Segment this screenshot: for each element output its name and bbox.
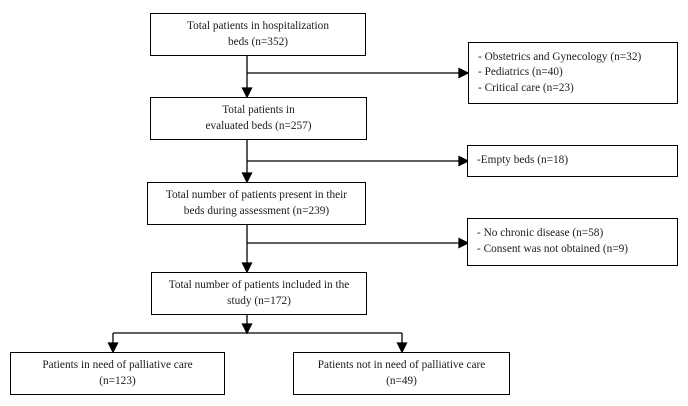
box-total-hospitalization-beds-label: Total patients in hospitalization beds (… [187,19,329,48]
arrowhead-to-excluded-departments [458,67,470,79]
box-excluded-no-chronic-consent-label: - No chronic disease (n=58) - Consent wa… [477,227,629,255]
arrowhead-evaluated-to-present [241,172,253,184]
box-present-during-assessment-label: Total number of patients present in thei… [165,188,348,217]
box-empty-beds: -Empty beds (n=18) [467,145,678,177]
box-total-hospitalization-beds: Total patients in hospitalization beds (… [150,13,366,56]
box-need-palliative-care-label: Patients in need of palliative care (n=1… [42,358,193,387]
box-need-palliative-care: Patients in need of palliative care (n=1… [10,352,225,395]
box-included-in-study: Total number of patients included in the… [151,272,367,315]
box-total-evaluated-beds-label: Total patients in evaluated beds (n=257) [205,103,312,132]
box-excluded-no-chronic-consent: - No chronic disease (n=58) - Consent wa… [467,218,678,266]
box-no-need-palliative-care-label: Patients not in need of palliative care … [317,358,486,387]
arrowhead-split-to-no-need-palliative [396,342,408,354]
box-total-evaluated-beds: Total patients in evaluated beds (n=257) [150,97,367,140]
box-no-need-palliative-care: Patients not in need of palliative care … [293,352,510,395]
box-empty-beds-label: -Empty beds (n=18) [477,154,569,167]
box-excluded-departments-label: - Obstetrics and Gynecology (n=32) - Ped… [478,50,642,94]
arrowhead-hospitalization-to-evaluated [241,87,253,99]
arrowhead-present-to-included [241,262,253,274]
box-included-in-study-label: Total number of patients included in the… [168,278,350,307]
box-excluded-departments: - Obstetrics and Gynecology (n=32) - Ped… [468,42,678,104]
arrowhead-included-to-split [241,323,253,335]
box-present-during-assessment: Total number of patients present in thei… [147,182,366,225]
arrowhead-split-to-need-palliative [107,342,119,354]
